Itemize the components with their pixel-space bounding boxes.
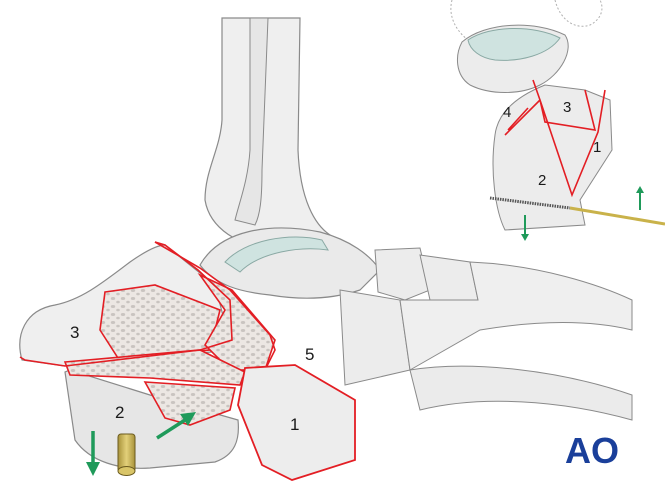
- downward-traction-arrow-icon: [86, 431, 100, 476]
- metatarsals: [399, 261, 633, 371]
- fragment-1: [237, 364, 356, 481]
- inset-fracture-lines: [504, 79, 606, 198]
- inset-label-4: 4: [503, 104, 511, 121]
- reduction-arrow-icon: [156, 412, 196, 440]
- label-fragment-2: 2: [115, 403, 124, 422]
- inset-label-2: 2: [538, 172, 546, 189]
- inset-talar-cartilage: [467, 28, 561, 61]
- schanz-pin-icon: [117, 433, 136, 476]
- ao-logo: AO: [565, 430, 619, 471]
- main-foot-view: 3 2 1 5: [19, 17, 633, 481]
- inset-tibia-outline: [450, 0, 603, 41]
- cuneiform-bones: [419, 254, 479, 301]
- label-fragment-3: 3: [70, 323, 79, 342]
- cancellous-area-2: [143, 381, 236, 426]
- inset-down-arrow-icon: [521, 215, 529, 241]
- label-fragment-1: 1: [290, 415, 299, 434]
- cuboid-bone: [339, 289, 411, 386]
- navicular-bone: [374, 247, 431, 301]
- fragment-2: [64, 369, 240, 469]
- inset-label-3: 3: [563, 99, 571, 116]
- fibula-bone: [234, 17, 269, 226]
- inset-up-arrow-icon: [636, 186, 644, 210]
- inset-label-1: 1: [593, 139, 601, 156]
- inset-calcaneus: [492, 84, 613, 231]
- metatarsal-shaft: [409, 365, 633, 421]
- fracture-line-posterior: [154, 241, 276, 371]
- inset-schanz-pin-icon: [489, 196, 665, 226]
- talar-cartilage: [224, 236, 329, 273]
- inset-axial-view: 4 3 1 2: [450, 0, 665, 241]
- tibia-bone: [204, 17, 332, 251]
- label-fragment-5: 5: [305, 345, 314, 364]
